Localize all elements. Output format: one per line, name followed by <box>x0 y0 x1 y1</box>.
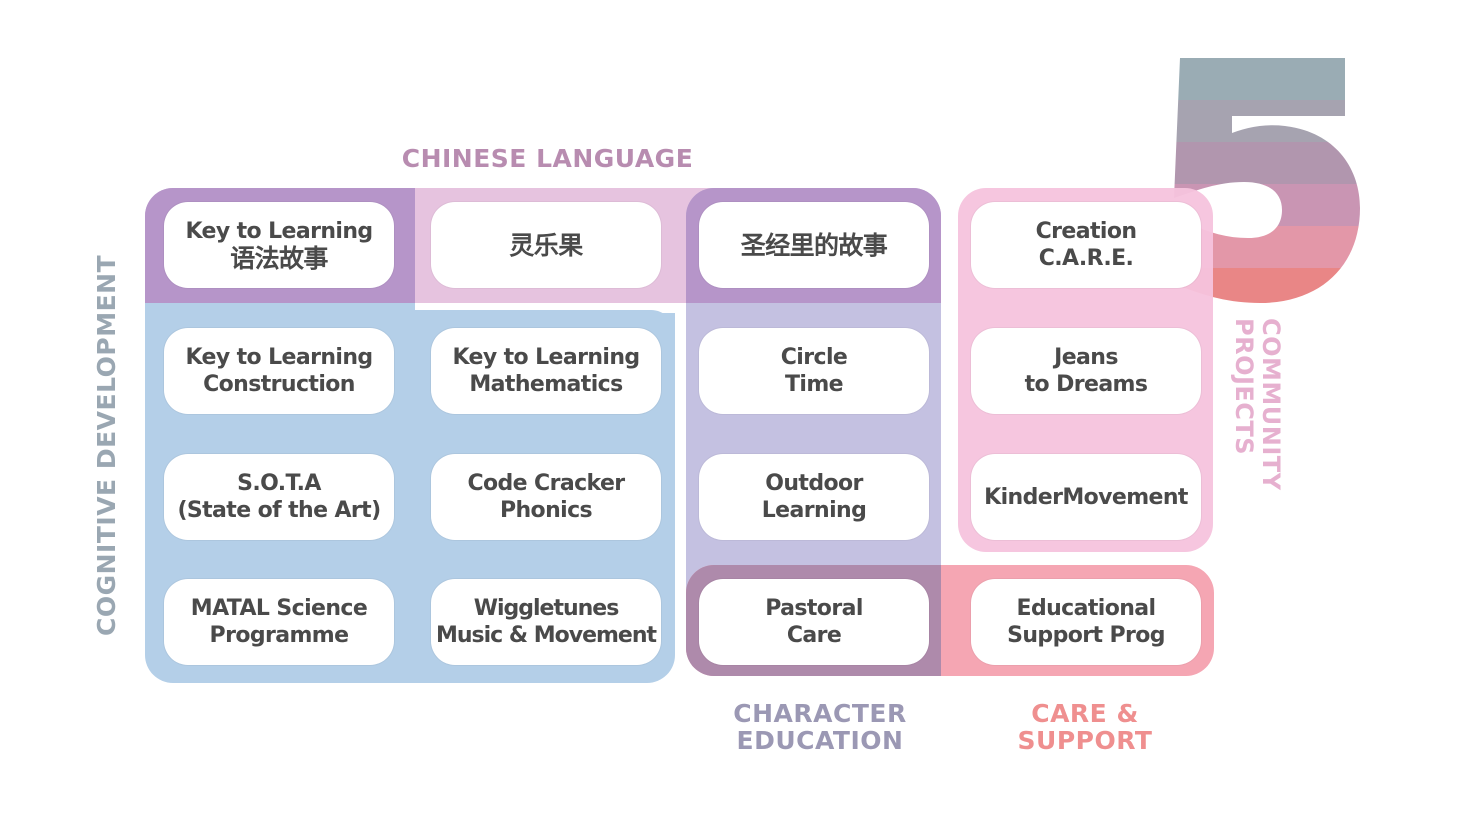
card-line-1: Educational <box>1016 596 1157 621</box>
card-kindermovement[interactable]: KinderMovement <box>971 454 1201 540</box>
heading-character-line-2: EDUCATION <box>736 726 904 755</box>
card-sota[interactable]: S.O.T.A (State of the Art) <box>164 454 394 540</box>
card-line-1: Code Cracker <box>467 471 625 496</box>
card-outdoor-learning[interactable]: Outdoor Learning <box>699 454 929 540</box>
card-line-2: Music & Movement <box>435 623 657 648</box>
heading-character-education: CHARACTER EDUCATION <box>715 700 925 754</box>
heading-cognitive-development: COGNITIVE DEVELOPMENT <box>92 254 121 636</box>
heading-community-line-2: PROJECTS <box>1230 318 1258 456</box>
card-line-1: S.O.T.A <box>237 471 321 496</box>
card-code-cracker-phonics[interactable]: Code Cracker Phonics <box>431 454 661 540</box>
card-line-1: Jeans <box>1054 345 1118 370</box>
card-line-2: Programme <box>209 623 350 648</box>
heading-chinese-language: CHINESE LANGUAGE <box>401 144 694 173</box>
card-line-2: Time <box>785 372 844 397</box>
card-line-1: Outdoor <box>765 471 863 496</box>
card-line-2: Learning <box>761 498 867 523</box>
card-line-2: Support Prog <box>1007 623 1165 648</box>
card-jeans-to-dreams[interactable]: Jeans to Dreams <box>971 328 1201 414</box>
card-line-1: Key to Learning <box>452 345 640 370</box>
card-line-2: C.A.R.E. <box>1038 246 1134 271</box>
five-stripe-3 <box>1174 142 1360 184</box>
card-bible-stories[interactable]: 圣经里的故事 <box>699 202 929 288</box>
card-line-2: 语法故事 <box>230 244 328 273</box>
card-key-to-learning-grammar[interactable]: Key to Learning 语法故事 <box>164 202 394 288</box>
card-line-2: Phonics <box>499 498 593 523</box>
card-line-1: KinderMovement <box>984 484 1188 510</box>
card-line-1: Pastoral <box>765 596 863 621</box>
heading-community-projects: COMMUNITY PROJECTS <box>1230 318 1285 491</box>
card-line-1: Creation <box>1035 219 1137 244</box>
region-cognitive-corner-mask <box>415 303 675 313</box>
card-key-to-learning-construction[interactable]: Key to Learning Construction <box>164 328 394 414</box>
card-line-1: Wiggletunes <box>473 596 620 621</box>
heading-community-line-1: COMMUNITY <box>1257 318 1285 491</box>
heading-care-line-1: CARE & <box>1031 699 1139 728</box>
card-line-1: 圣经里的故事 <box>740 230 888 260</box>
card-pastoral-care[interactable]: Pastoral Care <box>699 579 929 665</box>
heading-character-line-1: CHARACTER <box>733 699 907 728</box>
heading-care-line-2: SUPPORT <box>1017 726 1153 755</box>
card-line-2: (State of the Art) <box>177 498 381 523</box>
card-line-1: 灵乐果 <box>509 230 583 260</box>
card-line-1: Key to Learning <box>185 219 373 244</box>
card-line-1: Circle <box>780 345 848 370</box>
heading-care-support: CARE & SUPPORT <box>995 700 1175 754</box>
card-key-to-learning-mathematics[interactable]: Key to Learning Mathematics <box>431 328 661 414</box>
card-matal-science[interactable]: MATAL Science Programme <box>164 579 394 665</box>
card-line-1: Key to Learning <box>185 345 373 370</box>
card-line-1: MATAL Science <box>190 596 368 621</box>
five-stripe-2 <box>1174 100 1360 142</box>
card-line-2: to Dreams <box>1024 372 1148 397</box>
card-creation-care[interactable]: Creation C.A.R.E. <box>971 202 1201 288</box>
region-blue-under-overlap <box>145 303 415 313</box>
card-line-2: Construction <box>203 372 355 397</box>
card-line-2: Mathematics <box>469 372 623 397</box>
five-stripe-1 <box>1174 58 1360 100</box>
card-line-2: Care <box>786 623 842 648</box>
card-educational-support[interactable]: Educational Support Prog <box>971 579 1201 665</box>
card-wiggletunes[interactable]: Wiggletunes Music & Movement <box>431 579 661 665</box>
card-ling-le-guo[interactable]: 灵乐果 <box>431 202 661 288</box>
card-circle-time[interactable]: Circle Time <box>699 328 929 414</box>
